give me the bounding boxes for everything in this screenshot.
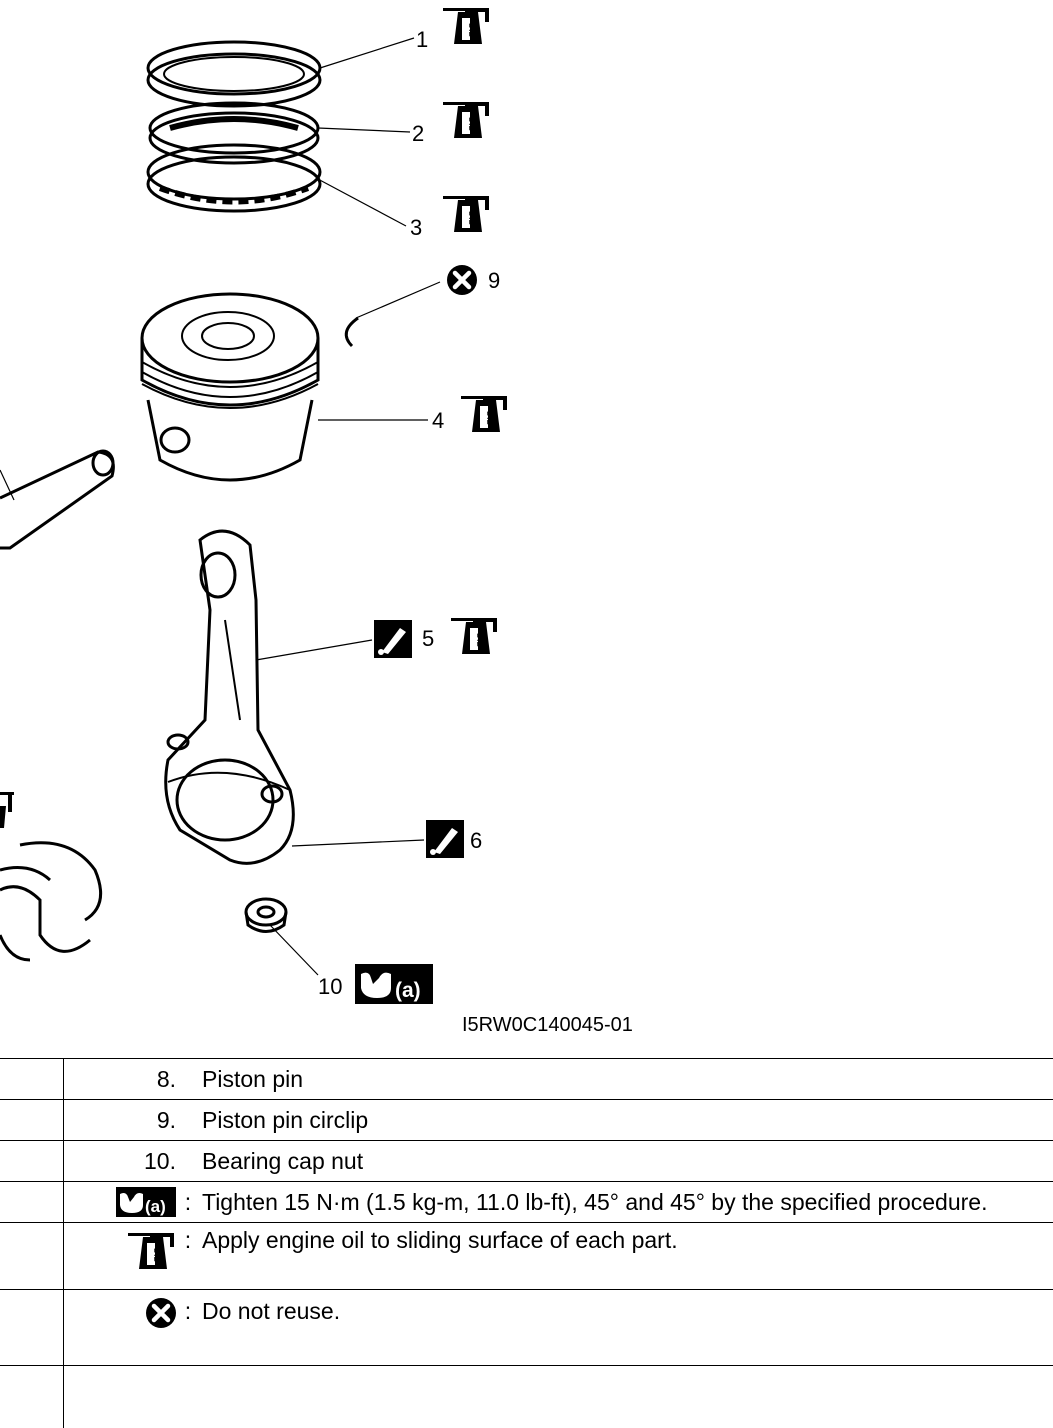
- legend-row: 9. Piston pin circlip: [0, 1100, 1053, 1141]
- bearing-oil-can-icon-partial: [0, 792, 14, 828]
- leader-line-2: [318, 128, 410, 132]
- piston-ring-top: [148, 42, 320, 106]
- callout-1: 1: [416, 27, 428, 52]
- do-not-reuse-icon: [447, 265, 477, 295]
- callout-5: 5: [422, 626, 434, 651]
- svg-text:(a): (a): [145, 1197, 166, 1216]
- callout-2: 2: [412, 121, 424, 146]
- callout-4: 4: [432, 408, 444, 433]
- exploded-view-diagram: 1 2 3 9 4 5 6 10 OIL OIL OIL OIL OIL (a): [0, 0, 1053, 1005]
- oil-can-icon: OIL: [443, 196, 489, 232]
- leader-line-5: [256, 640, 372, 660]
- legend-text: Piston pin: [200, 1059, 1053, 1100]
- legend-table: 8. Piston pin 9. Piston pin circlip 10. …: [0, 1058, 1053, 1428]
- figure-id-label: I5RW0C140045-01: [462, 1014, 633, 1037]
- legend-row: (a) : Tighten 15 N·m (1.5 kg-m, 11.0 lb-…: [0, 1182, 1053, 1223]
- oil-can-icon: OIL: [443, 8, 489, 44]
- oil-can-icon: OIL: [461, 396, 507, 432]
- piston-pin-circlip: [346, 318, 358, 346]
- grease-icon: [374, 620, 412, 658]
- callout-9: 9: [488, 268, 500, 293]
- piston: [142, 294, 318, 480]
- connecting-rod-bearing: [0, 843, 101, 960]
- legend-row: OIL : Apply engine oil to sliding surfac…: [0, 1223, 1053, 1290]
- svg-text:OIL: OIL: [467, 116, 477, 131]
- bearing-cap-nut: [246, 899, 286, 932]
- callout-10: 10: [318, 974, 342, 999]
- torque-wrench-icon: (a): [355, 964, 433, 1004]
- legend-row: [0, 1366, 1053, 1428]
- legend-key: 10.: [64, 1141, 177, 1182]
- leader-line-9: [356, 282, 440, 318]
- legend-text: Piston pin circlip: [200, 1100, 1053, 1141]
- torque-wrench-icon: (a): [116, 1187, 176, 1217]
- leader-line-6: [292, 840, 424, 846]
- legend-text: Do not reuse.: [200, 1290, 1053, 1366]
- leader-line-10: [270, 925, 318, 975]
- svg-text:OIL: OIL: [467, 210, 477, 225]
- legend-row: 8. Piston pin: [0, 1059, 1053, 1100]
- leader-line-3: [316, 178, 406, 226]
- svg-text:OIL: OIL: [152, 1247, 162, 1262]
- callout-3: 3: [410, 215, 422, 240]
- svg-text:OIL: OIL: [475, 632, 485, 647]
- callout-6: 6: [470, 828, 482, 853]
- legend-key: 8.: [64, 1059, 177, 1100]
- oil-can-icon: OIL: [451, 618, 497, 654]
- svg-text:(a): (a): [395, 979, 421, 1002]
- leader-line-1: [320, 38, 414, 68]
- svg-text:OIL: OIL: [485, 410, 495, 425]
- legend-row: : Do not reuse.: [0, 1290, 1053, 1366]
- grease-icon: [426, 820, 464, 858]
- oil-can-icon: OIL: [126, 1227, 176, 1277]
- legend-key: 9.: [64, 1100, 177, 1141]
- legend-text: Apply engine oil to sliding surface of e…: [200, 1223, 1053, 1290]
- legend-text: Bearing cap nut: [200, 1141, 1053, 1182]
- connecting-rod: [166, 531, 294, 863]
- do-not-reuse-icon: [146, 1298, 176, 1328]
- piston-pin: [0, 451, 113, 548]
- legend-row: 10. Bearing cap nut: [0, 1141, 1053, 1182]
- legend-text: Tighten 15 N·m (1.5 kg-m, 11.0 lb-ft), 4…: [200, 1182, 1053, 1223]
- oil-can-icon: OIL: [443, 102, 489, 138]
- piston-ring-second: [150, 103, 318, 163]
- svg-text:OIL: OIL: [467, 22, 477, 37]
